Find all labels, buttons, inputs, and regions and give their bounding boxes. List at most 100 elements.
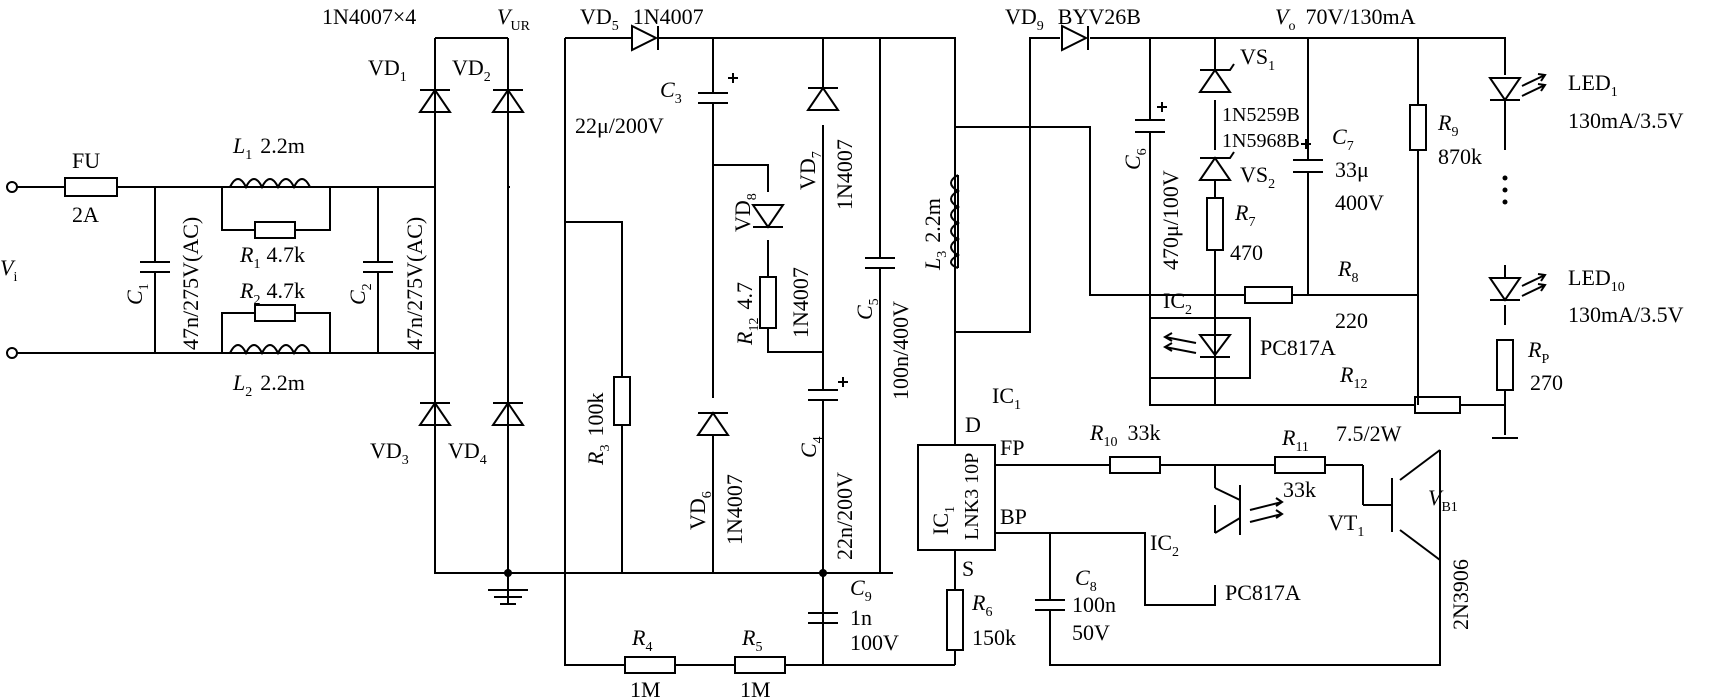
diode-vd7 — [806, 86, 840, 111]
wiring — [17, 37, 1506, 666]
zener-vs1 — [1198, 63, 1235, 93]
fuse-value-label: 2A — [72, 202, 99, 227]
c9-value1-label: 1n — [850, 605, 872, 630]
c6-ref-label: C6 — [1120, 148, 1150, 170]
led-10 — [1488, 265, 1547, 302]
r6-value-label: 150k — [972, 625, 1016, 650]
vt1-part-label: 2N3906 — [1448, 559, 1473, 630]
c3-value-label: 22μ/200V — [575, 113, 664, 138]
vd7-ref-label: VD7 — [795, 151, 825, 190]
inductor-l1 — [222, 178, 330, 190]
r5-ref-label: R5 — [741, 625, 762, 655]
vd2-label: VD2 — [452, 55, 491, 85]
ic2-led — [1162, 318, 1232, 378]
resistor-r9 — [1409, 104, 1427, 151]
resistor-r6 — [946, 589, 964, 651]
r12a-label: R124.7 — [732, 282, 762, 346]
input-label: Vi — [0, 255, 17, 285]
vd6-part-label: 1N4007 — [722, 474, 747, 545]
resistor-r5 — [734, 656, 786, 674]
rp-value-label: 270 — [1530, 370, 1563, 395]
led1-ref-label: LED1 — [1568, 70, 1618, 100]
vs1-part-label: 1N5259B — [1222, 104, 1300, 126]
c2-value-label: 47n/275V(AC) — [402, 217, 427, 350]
r9-ref-label: R9 — [1437, 110, 1458, 140]
zener-vs2 — [1198, 151, 1235, 181]
ic2-led-ref-label: IC2 — [1163, 288, 1192, 318]
ic1-lnk310p — [917, 444, 996, 551]
capacitor-c9 — [808, 612, 838, 624]
input-terminals — [6, 181, 18, 359]
vd4-label: VD4 — [448, 438, 487, 468]
capacitor-c8 — [1035, 599, 1065, 611]
vt1-node-label: VB1 — [1428, 485, 1458, 515]
diode-vd8 — [751, 204, 785, 229]
l3-label: L32.2m — [920, 198, 950, 271]
fuse-fu — [64, 177, 118, 197]
c8-value2-label: 50V — [1072, 620, 1110, 645]
c9-value2-label: 100V — [850, 630, 899, 655]
junction-dots — [504, 569, 827, 577]
fuse-ref-label: FU — [72, 148, 100, 173]
ic2-tr-ref-label: IC2 — [1150, 530, 1179, 560]
ic1-pin-bp: BP — [1000, 504, 1027, 529]
r7-ref-label: R7 — [1234, 200, 1255, 230]
diode-vd6 — [696, 411, 730, 436]
r8-value-label: 220 — [1335, 308, 1368, 333]
c4-ref-label: C4 — [796, 436, 826, 458]
c7-value1-label: 33μ — [1335, 157, 1369, 182]
capacitor-c5 — [865, 257, 895, 269]
bridge-title: 1N4007×4 — [322, 4, 416, 29]
r11-value-label: 33k — [1283, 477, 1316, 502]
vd8-part-label: 1N4007 — [788, 267, 813, 338]
vs2-ref-label: VS2 — [1240, 162, 1275, 192]
transistor-vt1 — [1363, 478, 1393, 532]
r9-value-label: 870k — [1438, 144, 1482, 169]
r5-value-label: 1M — [740, 677, 771, 700]
labels: Vi FU 2A C1 47n/275V(AC) C2 47n/275V(AC)… — [0, 4, 1684, 700]
diode-vd3 — [418, 401, 452, 426]
led-chain-ellipsis — [1502, 175, 1508, 205]
vs2-part-label: 1N5968B — [1222, 130, 1300, 152]
diode-vd9 — [1061, 24, 1089, 52]
ic1-pin-d: D — [965, 412, 981, 437]
diode-vd1 — [418, 88, 452, 113]
inductor-l2 — [222, 344, 330, 356]
vd3-label: VD3 — [370, 438, 409, 468]
led-1 — [1488, 73, 1547, 110]
c1-value-label: 47n/275V(AC) — [178, 217, 203, 350]
ic1-part-label: LNK3 10P — [961, 453, 983, 540]
ic2-led-part-label: PC817A — [1260, 335, 1336, 360]
resistor-r10 — [1109, 456, 1161, 474]
ic1-pin-fp: FP — [1000, 435, 1024, 460]
vd8-ref-label: VD8 — [730, 193, 760, 232]
c7-value2-label: 400V — [1335, 190, 1384, 215]
capacitor-c2 — [363, 261, 393, 273]
c3-ref-label: C3 — [660, 77, 682, 107]
diode-vd5 — [631, 24, 659, 52]
ic1-pin-s: S — [962, 556, 974, 581]
r4-value-label: 1M — [630, 677, 661, 700]
c9-ref-label: C9 — [850, 575, 872, 605]
c5-value-label: 100n/400V — [888, 301, 913, 400]
r11-ref-label: R11 — [1281, 425, 1309, 455]
ic2-tr-part-label: PC817A — [1225, 580, 1301, 605]
diode-vd4 — [491, 401, 525, 426]
resistor-r11 — [1274, 456, 1326, 474]
vs1-ref-label: VS1 — [1240, 44, 1275, 74]
c4-value-label: 22n/200V — [832, 472, 857, 560]
c7-ref-label: C7 — [1332, 124, 1354, 154]
resistor-r7 — [1206, 197, 1224, 251]
ic1-ref-label: IC1 — [992, 383, 1021, 413]
capacitor-c4 — [808, 377, 848, 401]
resistor-r3 — [613, 376, 631, 426]
c2-ref-label: C2 — [345, 283, 375, 305]
resistor-r12-4-7 — [759, 276, 777, 329]
